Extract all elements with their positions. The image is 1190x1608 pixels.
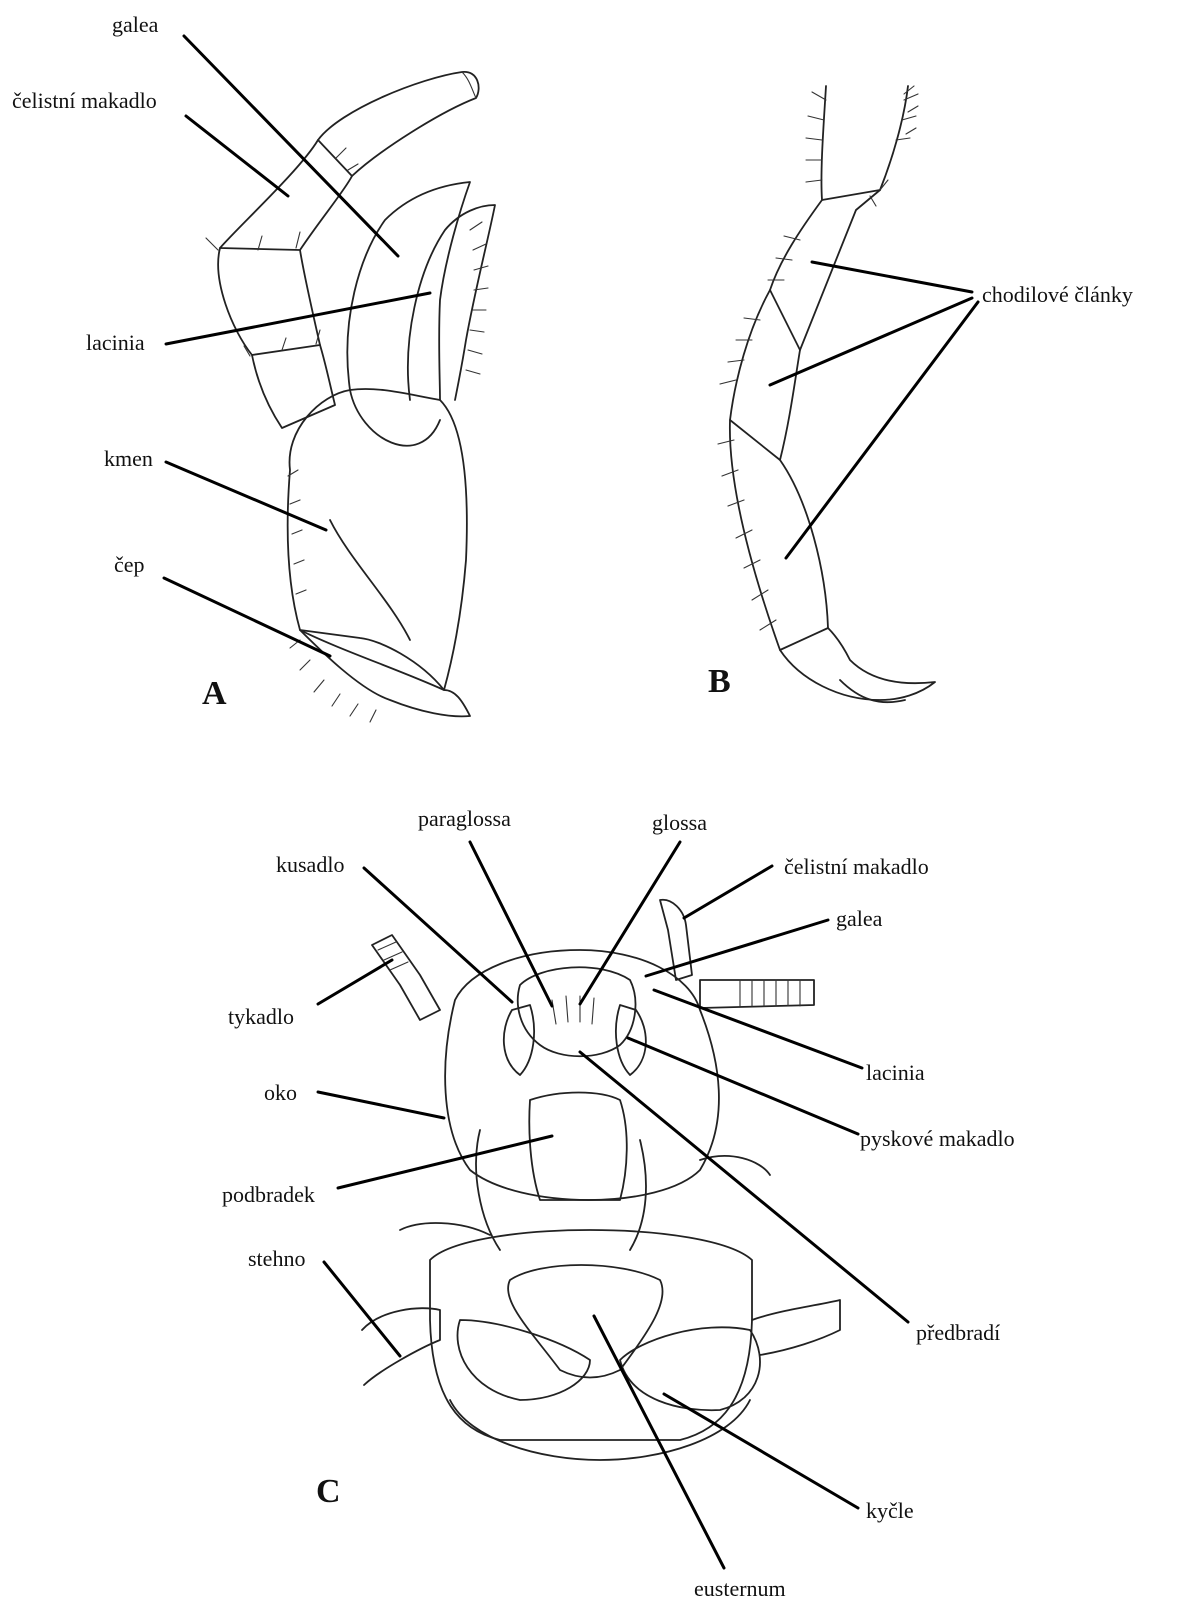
leader-c-kusadlo	[364, 868, 512, 1002]
leader-c-tykadlo	[318, 960, 392, 1004]
leader-c-paraglossa	[470, 842, 552, 1006]
leader-c-celistni-makadlo	[684, 866, 772, 918]
label-c-oko: oko	[264, 1080, 297, 1105]
label-a-lacinia: lacinia	[86, 330, 145, 355]
glossa-teeth	[552, 996, 594, 1024]
label-c-celistni-makadlo: čelistní makadlo	[784, 854, 929, 879]
leg-tibia	[821, 86, 908, 200]
leader-a-lacinia	[166, 293, 430, 344]
panel-b-drawing	[718, 86, 935, 702]
leg-spines	[870, 86, 918, 206]
front-legs	[400, 1130, 770, 1250]
label-a-cep: čep	[114, 552, 145, 577]
leader-c-eusternum	[594, 1316, 724, 1568]
right-antenna-rings	[740, 980, 800, 1006]
leader-b-2	[770, 298, 972, 385]
panel-b-leaders	[770, 262, 978, 558]
cardo-hairs	[290, 640, 376, 722]
label-c-stehno: stehno	[248, 1246, 305, 1271]
cardo	[300, 630, 470, 716]
leader-a-cep	[164, 578, 330, 656]
leader-c-kycle	[664, 1394, 858, 1508]
left-coxa	[458, 1320, 591, 1400]
leg-tarsus-3	[730, 420, 828, 650]
label-c-lacinia: lacinia	[866, 1060, 925, 1085]
prementum	[529, 1093, 626, 1201]
right-antenna	[700, 980, 814, 1008]
palp-segment-distal	[318, 72, 479, 176]
leader-c-galea	[646, 920, 828, 976]
leader-c-podbradek	[338, 1136, 552, 1188]
panel-letter-c: C	[316, 1473, 341, 1510]
panel-letter-a: A	[202, 675, 227, 712]
label-c-galea: galea	[836, 906, 883, 931]
leader-c-oko	[318, 1092, 444, 1118]
label-c-kusadlo: kusadlo	[276, 852, 344, 877]
leader-b-1	[812, 262, 972, 292]
lacinia-bristles	[466, 222, 488, 374]
thorax-plate	[430, 1230, 752, 1440]
leader-a-kmen	[166, 462, 326, 530]
label-c-podbradek: podbradek	[222, 1182, 315, 1207]
label-c-eusternum: eusternum	[694, 1576, 786, 1601]
eusternum-shape	[508, 1265, 663, 1378]
leader-a-galea	[184, 36, 398, 256]
label-c-predbradi: předbradí	[916, 1320, 1000, 1345]
palp-segment-basal	[218, 248, 320, 355]
right-femur	[752, 1300, 840, 1355]
label-c-tykadlo: tykadlo	[228, 1004, 294, 1029]
label-c-paraglossa: paraglossa	[418, 806, 511, 831]
panel-a-drawing	[206, 72, 495, 722]
lacinia-shape	[408, 205, 495, 400]
label-a-celistni-makadlo: čelistní makadlo	[12, 88, 157, 113]
panel-c-drawing	[362, 900, 840, 1460]
label-b-chodilove-clanky: chodilové články	[982, 282, 1133, 307]
palp-segment-4	[252, 345, 335, 428]
label-c-glossa: glossa	[652, 810, 707, 835]
head-capsule	[445, 950, 719, 1200]
leader-c-lacinia	[654, 990, 862, 1068]
panel-letter-b: B	[708, 663, 731, 700]
leader-b-3	[786, 302, 978, 558]
label-c-pyskove-makadlo: pyskové makadlo	[860, 1126, 1015, 1151]
left-femur	[362, 1308, 440, 1385]
stipes-suture	[330, 390, 440, 640]
label-a-galea: galea	[112, 12, 159, 37]
leader-c-stehno	[324, 1262, 400, 1356]
leader-c-predbradi	[580, 1052, 908, 1322]
label-a-kmen: kmen	[104, 446, 153, 471]
palp-setae	[206, 148, 358, 356]
label-c-kycle: kyčle	[866, 1498, 914, 1523]
leg-tarsus-1	[770, 190, 880, 350]
